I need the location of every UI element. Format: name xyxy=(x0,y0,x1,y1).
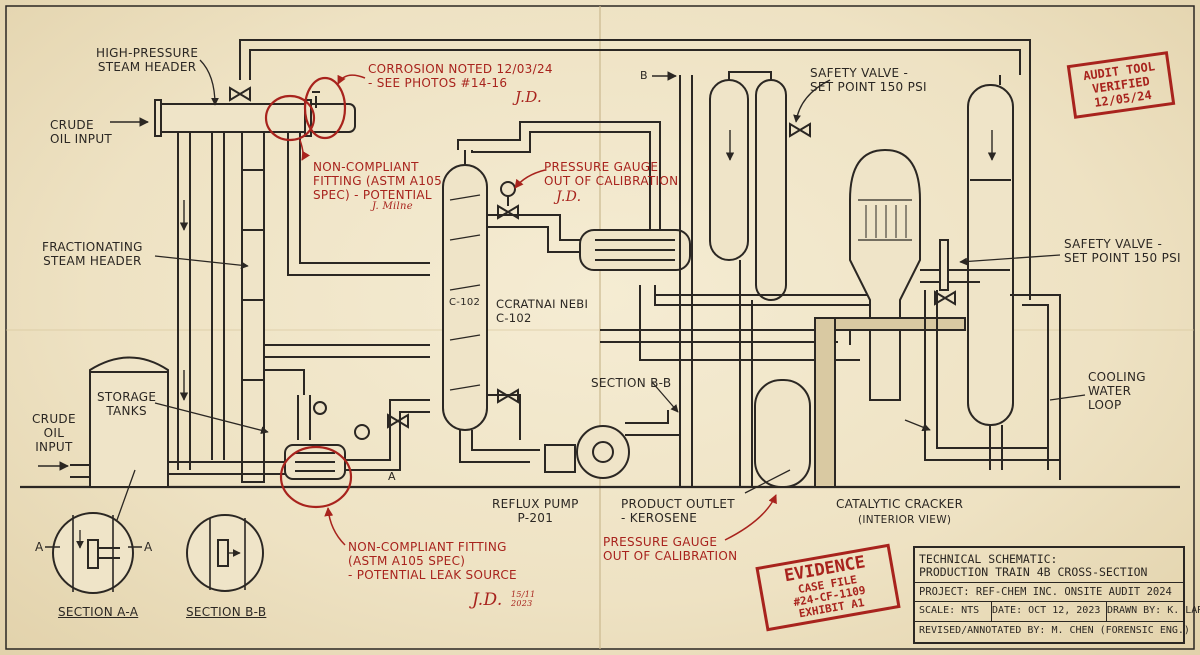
overhead-pipe xyxy=(249,49,1021,80)
valve xyxy=(789,122,811,138)
annotation-gauge-top: PRESSURE GAUGE OUT OF CALIBRATION xyxy=(544,160,679,188)
valve xyxy=(229,86,251,102)
pressure-gauge xyxy=(500,181,516,197)
feed-pipe xyxy=(299,132,430,264)
label-fractionating-steam-header: FRACTIONATING STEAM HEADER xyxy=(42,240,143,268)
valve xyxy=(497,388,519,404)
drum-vessel xyxy=(709,79,749,261)
label-section-aa: SECTION A-A xyxy=(58,605,139,619)
leader-lines xyxy=(116,59,1086,521)
title-block-drawn-by: DRAWN BY: K. LARSEN xyxy=(1107,605,1200,616)
annotation-noncompliant-bottom-date: 15/11 2023 xyxy=(511,590,536,608)
flag-circle-corrosion xyxy=(264,94,316,142)
reflux-pump-body xyxy=(576,425,630,479)
drum-vessel xyxy=(755,79,787,301)
valve xyxy=(934,290,956,306)
fractionating-steam-header xyxy=(241,131,265,483)
title-block-project: PROJECT: REF-CHEM INC. ONSITE AUDIT 2024 xyxy=(919,586,1172,598)
label-section-bb: SECTION B-B xyxy=(186,605,267,619)
label-b-marker: B xyxy=(640,69,648,82)
label-safety-valve-top: SAFETY VALVE - SET POINT 150 PSI xyxy=(810,66,927,94)
flange xyxy=(154,99,162,137)
catalytic-cracker-vessel xyxy=(754,379,811,488)
label-column-name: CCRATNAI NEBI C-102 xyxy=(496,297,589,325)
title-block-title: TECHNICAL SCHEMATIC: PRODUCTION TRAIN 4B… xyxy=(919,552,1148,579)
title-block: TECHNICAL SCHEMATIC: PRODUCTION TRAIN 4B… xyxy=(913,546,1200,644)
flag-circle-valve xyxy=(303,76,347,140)
label-a-marker: A xyxy=(388,470,396,483)
piping-network xyxy=(38,39,1061,488)
label-crude-oil-input-left: CRUDE OIL INPUT xyxy=(32,412,76,454)
annotation-noncompliant-bottom: NON-COMPLIANT FITTING (ASTM A105 SPEC) -… xyxy=(348,540,517,582)
label-column-tag: C-102 xyxy=(449,297,481,308)
regenerator-vessel xyxy=(967,84,1014,426)
annotation-noncompliant-bottom-signature: J.D. xyxy=(472,590,503,610)
label-hp-steam-header: HIGH-PRESSURE STEAM HEADER xyxy=(96,46,199,74)
catalytic-cracker-reactor xyxy=(849,148,921,401)
label-detail-a-right: A xyxy=(144,540,153,554)
pressure-gauge xyxy=(313,401,327,415)
section-details xyxy=(45,512,264,594)
label-section-bb-mid: SECTION B-B xyxy=(591,376,672,390)
valve xyxy=(312,91,320,108)
safety-valve xyxy=(939,239,949,291)
title-block-revised: REVISED/ANNOTATED BY: M. CHEN (FORENSIC … xyxy=(919,625,1190,636)
pressure-gauge xyxy=(354,424,370,440)
hp-steam-header xyxy=(154,103,356,133)
label-detail-a-left: A xyxy=(35,540,44,554)
storage-tank xyxy=(89,356,169,488)
annotation-gauge-top-initials: J.D. xyxy=(556,189,582,205)
valve xyxy=(387,413,409,429)
support-frame xyxy=(814,317,966,331)
label-catalytic-cracker-sub: (INTERIOR VIEW) xyxy=(858,514,952,526)
label-catalytic-cracker: CATALYTIC CRACKER xyxy=(836,497,964,511)
label-safety-valve-right: SAFETY VALVE - SET POINT 150 PSI xyxy=(1064,237,1181,265)
label-storage-tanks: STORAGE TANKS xyxy=(97,390,157,418)
annotation-corrosion: CORROSION NOTED 12/03/24 - SEE PHOTOS #1… xyxy=(368,62,553,90)
label-crude-oil-input-top: CRUDE OIL INPUT xyxy=(50,118,113,146)
label-reflux-pump: REFLUX PUMP P-201 xyxy=(492,497,579,525)
flag-circle-fitting xyxy=(279,445,353,509)
label-cooling-water-loop: COOLING WATER LOOP xyxy=(1088,370,1146,412)
feed-pipe xyxy=(287,132,430,276)
title-block-date: DATE: OCT 12, 2023 xyxy=(988,602,1107,621)
annotation-noncompliant-top-signature: J. Milne xyxy=(372,201,413,212)
overhead-pipe xyxy=(239,39,1031,80)
title-block-scale: SCALE: NTS xyxy=(915,602,992,621)
annotation-corrosion-initials: J.D. xyxy=(515,88,543,106)
valve xyxy=(497,204,519,220)
red-annotation-marks xyxy=(264,74,777,546)
annotation-noncompliant-top: NON-COMPLIANT FITTING (ASTM A105 SPEC) -… xyxy=(313,160,443,202)
label-product-outlet: PRODUCT OUTLET - KEROSENE xyxy=(621,497,735,525)
annotation-gauge-bottom: PRESSURE GAUGE OUT OF CALIBRATION xyxy=(603,535,738,563)
